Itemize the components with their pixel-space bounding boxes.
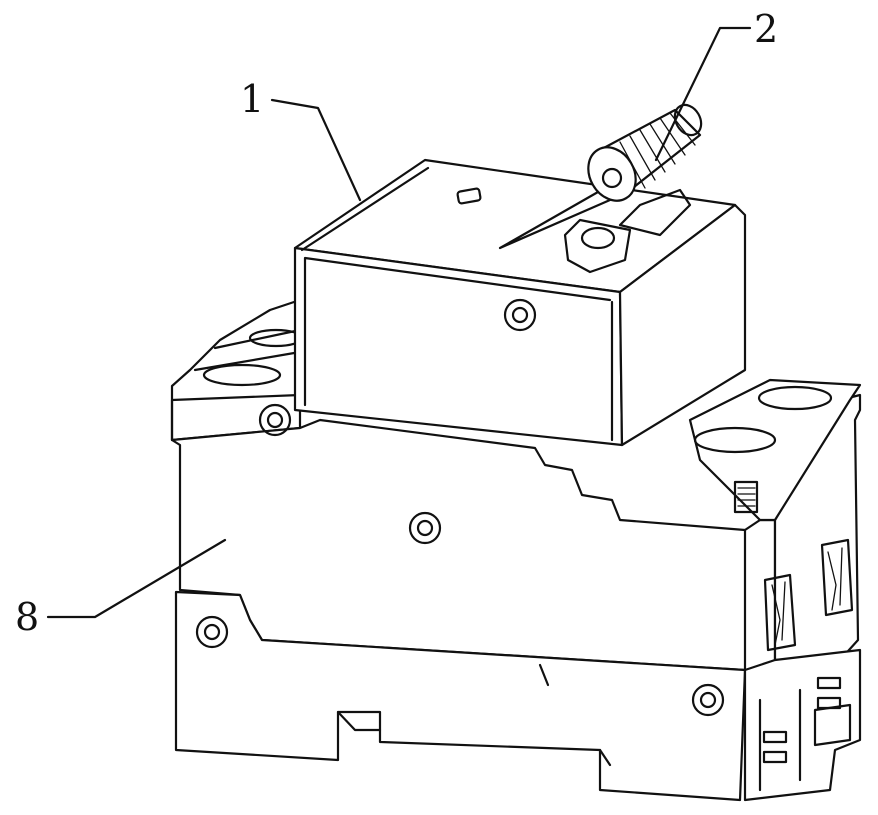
upper-cover — [295, 160, 745, 445]
callout-label-2: 2 — [754, 7, 778, 51]
callout-label-8: 8 — [15, 595, 39, 639]
leader-line-1 — [272, 100, 360, 200]
callout-label-1: 1 — [240, 77, 264, 121]
